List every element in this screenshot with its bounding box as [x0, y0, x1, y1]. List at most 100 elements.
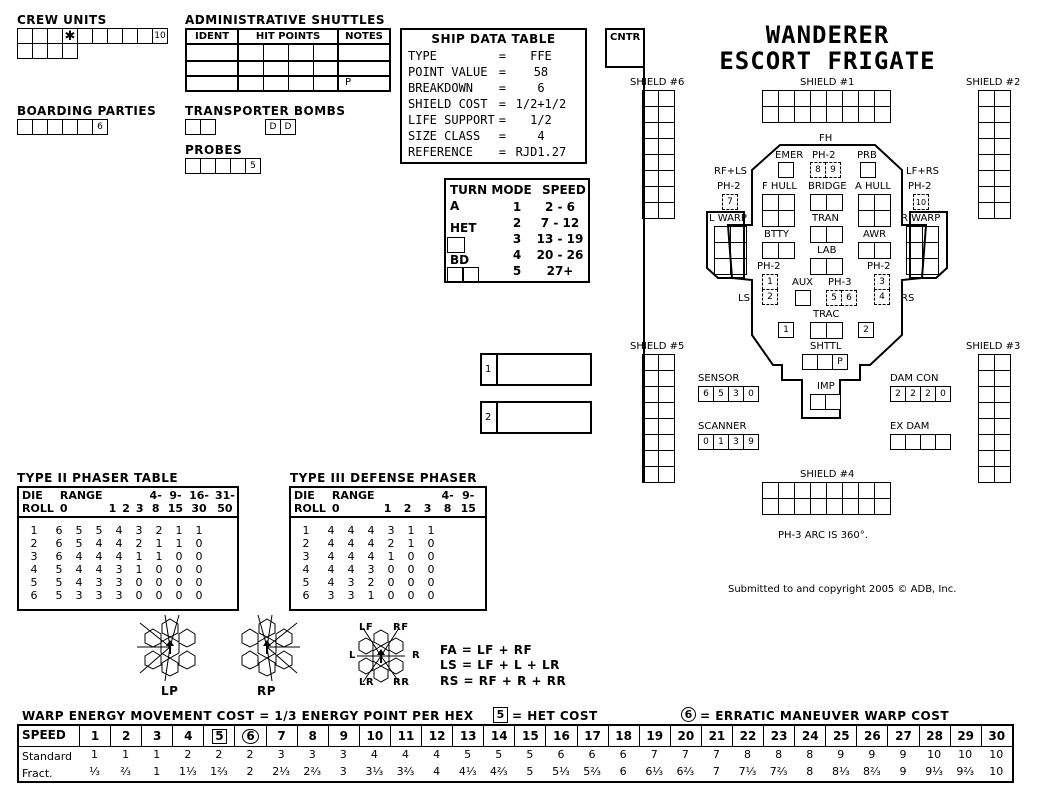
- shield-box[interactable]: [642, 202, 659, 219]
- probe-box[interactable]: [185, 158, 201, 174]
- sensor-box[interactable]: 0: [743, 386, 759, 402]
- shield-box[interactable]: [978, 386, 995, 403]
- shield-box[interactable]: [762, 106, 779, 123]
- shield-box[interactable]: [874, 498, 891, 515]
- shield-box[interactable]: [826, 90, 843, 107]
- damcon-box[interactable]: 0: [935, 386, 951, 402]
- shield-box[interactable]: [810, 106, 827, 123]
- boarding-box[interactable]: [47, 119, 63, 135]
- shuttle-bay-box[interactable]: [802, 354, 818, 370]
- awr-box[interactable]: [874, 242, 891, 259]
- shield-box[interactable]: [858, 482, 875, 499]
- shield-box[interactable]: [874, 482, 891, 499]
- het-box[interactable]: [447, 237, 465, 253]
- drone-rack-2[interactable]: 2: [480, 401, 592, 434]
- crew-box[interactable]: [107, 28, 123, 44]
- ph2-box-10[interactable]: 10: [913, 194, 929, 210]
- ph3-box-5[interactable]: 5: [826, 290, 842, 306]
- shield-box[interactable]: [978, 354, 995, 371]
- shield-box[interactable]: [826, 482, 843, 499]
- shield-box[interactable]: [642, 386, 659, 403]
- shield-box[interactable]: [642, 450, 659, 467]
- lab-box[interactable]: [826, 258, 843, 275]
- shield-box[interactable]: [642, 186, 659, 203]
- shield-box[interactable]: [978, 170, 995, 187]
- shield-box[interactable]: [994, 386, 1011, 403]
- crew-box[interactable]: [62, 43, 78, 59]
- shield-box[interactable]: [762, 482, 779, 499]
- shield-box[interactable]: [658, 418, 675, 435]
- shield-box[interactable]: [858, 106, 875, 123]
- shield-box[interactable]: [842, 106, 859, 123]
- shield-box[interactable]: [658, 106, 675, 123]
- lwarp-box[interactable]: [714, 226, 731, 243]
- shield-box[interactable]: [978, 122, 995, 139]
- exdam-box[interactable]: [935, 434, 951, 450]
- tbomb-box[interactable]: [200, 119, 216, 135]
- shield-box[interactable]: [658, 154, 675, 171]
- imp-box[interactable]: [810, 394, 826, 410]
- shield-box[interactable]: [826, 498, 843, 515]
- boarding-box[interactable]: [62, 119, 78, 135]
- crew-box[interactable]: [47, 43, 63, 59]
- damcon-box[interactable]: 2: [905, 386, 921, 402]
- shield-box[interactable]: [978, 418, 995, 435]
- bridge-box[interactable]: [810, 194, 827, 211]
- shield-box[interactable]: [978, 138, 995, 155]
- shield-box[interactable]: [794, 90, 811, 107]
- shield-box[interactable]: [778, 498, 795, 515]
- shield-box[interactable]: [658, 466, 675, 483]
- shield-box[interactable]: [658, 90, 675, 107]
- shield-box[interactable]: [642, 434, 659, 451]
- ph2-box-9[interactable]: 9: [825, 162, 841, 178]
- ph2-box-7[interactable]: 7: [722, 194, 738, 210]
- shield-box[interactable]: [658, 370, 675, 387]
- lwarp-box[interactable]: [714, 258, 731, 275]
- ahull-box[interactable]: [858, 194, 875, 211]
- lwarp-box[interactable]: [730, 242, 747, 259]
- sensor-box[interactable]: 3: [728, 386, 744, 402]
- damcon-box[interactable]: 2: [890, 386, 906, 402]
- aux-box[interactable]: [795, 290, 811, 306]
- probe-box[interactable]: [200, 158, 216, 174]
- shield-box[interactable]: [842, 482, 859, 499]
- scanner-box[interactable]: 9: [743, 434, 759, 450]
- shield-box[interactable]: [994, 434, 1011, 451]
- ph3-box-6[interactable]: 6: [841, 290, 857, 306]
- bd-box[interactable]: [462, 267, 479, 283]
- shield-box[interactable]: [658, 122, 675, 139]
- tran-box[interactable]: [810, 226, 827, 243]
- crew-box[interactable]: [77, 28, 93, 44]
- shield-box[interactable]: [810, 498, 827, 515]
- prb-box[interactable]: [860, 162, 876, 178]
- shield-box[interactable]: [658, 402, 675, 419]
- ph2-box-2[interactable]: 2: [762, 289, 778, 305]
- exdam-box[interactable]: [920, 434, 936, 450]
- crew-box[interactable]: [137, 28, 153, 44]
- shield-box[interactable]: [994, 202, 1011, 219]
- shield-box[interactable]: [658, 434, 675, 451]
- shield-box[interactable]: [642, 466, 659, 483]
- btty-box[interactable]: [778, 242, 795, 259]
- shield-box[interactable]: [810, 482, 827, 499]
- lwarp-box[interactable]: [730, 258, 747, 275]
- shield-box[interactable]: [642, 138, 659, 155]
- shield-box[interactable]: [858, 498, 875, 515]
- shield-box[interactable]: [978, 466, 995, 483]
- shield-box[interactable]: [978, 106, 995, 123]
- crew-box[interactable]: [122, 28, 138, 44]
- damcon-box[interactable]: 2: [920, 386, 936, 402]
- probe-box[interactable]: [230, 158, 246, 174]
- shield-box[interactable]: [642, 354, 659, 371]
- shield-box[interactable]: [978, 186, 995, 203]
- shield-box[interactable]: [978, 402, 995, 419]
- shield-box[interactable]: [778, 482, 795, 499]
- shield-box[interactable]: [794, 106, 811, 123]
- rwarp-box[interactable]: [922, 258, 939, 275]
- shield-box[interactable]: [994, 122, 1011, 139]
- shield-box[interactable]: [642, 170, 659, 187]
- torp-2-box[interactable]: 2: [858, 322, 874, 338]
- rwarp-box[interactable]: [906, 242, 923, 259]
- shield-box[interactable]: [978, 202, 995, 219]
- scanner-box[interactable]: 3: [728, 434, 744, 450]
